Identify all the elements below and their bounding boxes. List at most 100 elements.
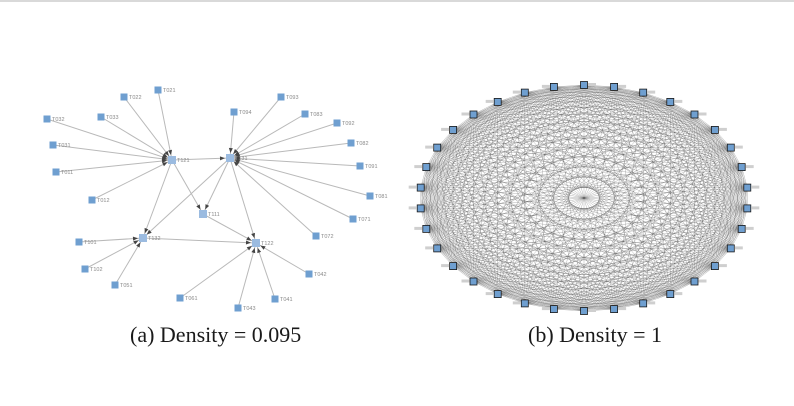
node-label: T032	[52, 117, 65, 123]
node-label: T132	[148, 236, 161, 242]
complete-node	[541, 305, 558, 314]
complete-edge	[420, 86, 555, 209]
node-T043: T043	[234, 304, 256, 312]
complete-edge	[426, 166, 644, 304]
node-label: T101	[84, 240, 97, 246]
complete-edge	[453, 129, 731, 249]
complete-edge	[420, 187, 525, 304]
complete-edge	[437, 147, 748, 209]
complete-node-marker	[726, 244, 735, 253]
arrow-T131-T132	[146, 229, 152, 235]
complete-node-marker	[639, 88, 648, 97]
complete-edge	[497, 101, 748, 209]
node-marker	[168, 156, 176, 164]
complete-edge	[453, 265, 615, 310]
complete-edge	[497, 281, 695, 295]
complete-edge	[553, 86, 695, 115]
complete-edge	[553, 86, 742, 230]
node-marker	[277, 93, 285, 101]
complete-node-label-smudge	[751, 185, 760, 189]
complete-edge	[613, 86, 671, 295]
arrow-T102-T132	[133, 240, 139, 245]
complete-edge	[420, 129, 715, 188]
node-label: T102	[90, 267, 103, 273]
complete-edge	[426, 101, 498, 229]
complete-edge	[426, 84, 585, 168]
complete-node-label-smudge	[485, 292, 494, 296]
edge-T093-T131	[229, 96, 282, 159]
edge-T131-T122	[229, 157, 257, 244]
complete-edge	[426, 228, 585, 312]
edge-T101-T132	[78, 237, 144, 243]
complete-edge	[437, 147, 454, 267]
complete-node-label-smudge	[461, 279, 470, 283]
complete-edge	[437, 92, 525, 249]
complete-node-label-smudge	[441, 127, 450, 131]
node-T094: T094	[230, 108, 252, 116]
complete-edge	[553, 308, 585, 312]
node-T102: T102	[81, 265, 103, 273]
complete-edge	[420, 208, 525, 304]
complete-node	[512, 299, 529, 308]
node-marker	[252, 239, 260, 247]
complete-edge	[420, 92, 644, 209]
node-label: T042	[314, 272, 327, 278]
edge-T071-T131	[229, 157, 354, 220]
edge-T032-T121	[46, 118, 173, 161]
edge-T082-T131	[229, 142, 352, 159]
complete-edge	[553, 86, 585, 312]
arrow-T111-T122	[246, 236, 252, 241]
node-T101: T101	[75, 238, 97, 246]
complete-node-label-smudge	[441, 264, 450, 268]
complete-edge	[453, 92, 525, 131]
complete-edge	[437, 147, 695, 282]
complete-edge	[613, 86, 748, 188]
node-T031: T031	[49, 141, 71, 149]
complete-edge	[473, 86, 554, 115]
complete-edge	[426, 228, 695, 282]
node-marker	[43, 115, 51, 123]
complete-edge	[437, 228, 742, 249]
complete-edge	[553, 86, 671, 103]
complete-edge	[497, 101, 742, 230]
complete-edge	[420, 208, 671, 295]
complete-node	[690, 277, 707, 286]
complete-edge	[426, 208, 748, 230]
complete-edge	[553, 86, 748, 188]
complete-node-marker	[449, 262, 458, 271]
complete-node-label-smudge	[618, 84, 627, 88]
complete-edge	[670, 101, 695, 115]
complete-edge	[420, 187, 742, 230]
complete-edge	[426, 86, 555, 230]
complete-edge	[553, 248, 731, 310]
node-marker	[333, 119, 341, 127]
complete-edge	[437, 248, 615, 310]
complete-edge	[524, 92, 555, 310]
complete-node	[743, 183, 760, 192]
complete-edge	[426, 92, 525, 168]
arrow-T121-T131	[219, 156, 226, 161]
complete-edge	[497, 101, 695, 282]
complete-edge	[553, 86, 742, 168]
complete-edge	[437, 114, 695, 249]
complete-node-marker	[737, 163, 746, 172]
complete-edge	[473, 86, 555, 282]
node-marker	[312, 232, 320, 240]
complete-edge	[420, 187, 671, 295]
complete-node	[666, 98, 683, 106]
node-T131: T131	[226, 154, 248, 162]
complete-edge	[553, 86, 671, 295]
node-T082: T082	[347, 139, 369, 147]
complete-node	[690, 110, 707, 119]
complete-edge	[583, 84, 742, 168]
complete-edge	[497, 86, 615, 295]
complete-node-label-smudge	[425, 145, 434, 149]
arrow-T072-T131	[233, 161, 239, 167]
complete-edge	[420, 208, 742, 230]
node-marker	[111, 281, 119, 289]
complete-edge	[524, 86, 555, 304]
complete-edge	[524, 92, 748, 209]
complete-edge	[524, 84, 585, 304]
node-T051: T051	[111, 281, 133, 289]
node-label: T051	[120, 283, 133, 289]
